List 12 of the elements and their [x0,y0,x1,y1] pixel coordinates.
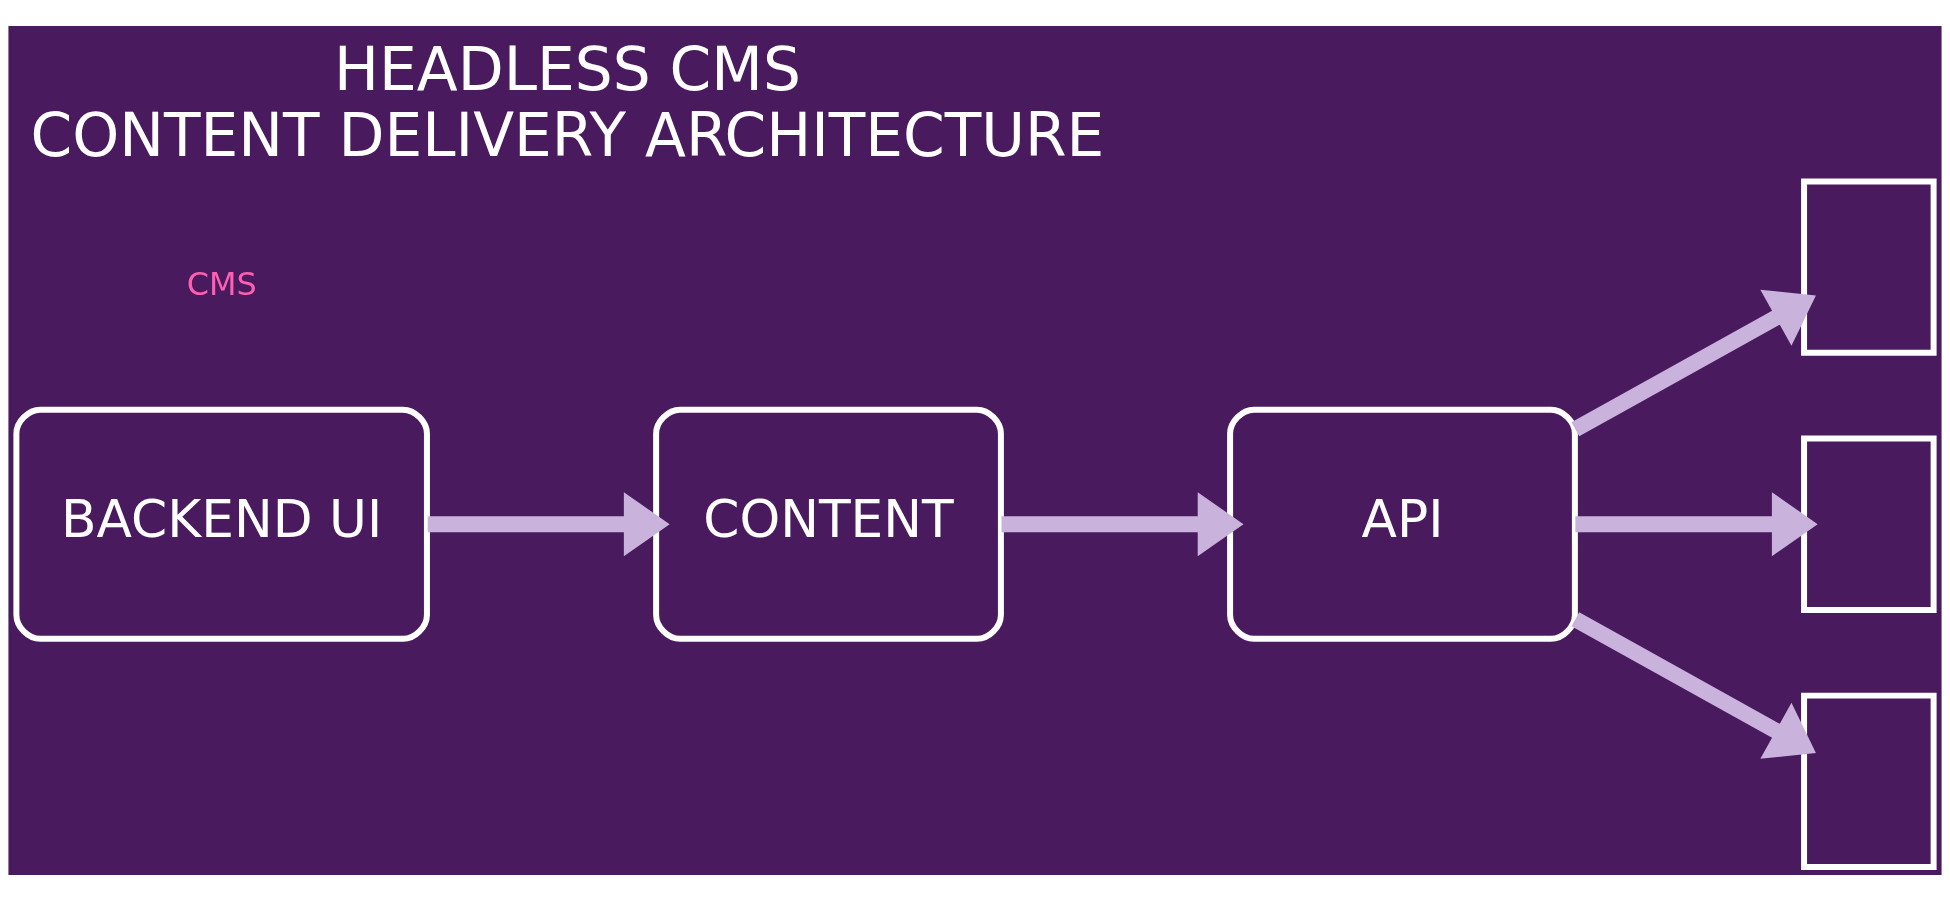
node-box [1801,178,1937,356]
arrow [1575,492,1818,557]
node-box: CONTENT [653,406,1004,642]
node-box [1801,692,1937,870]
node-box [1801,435,1937,613]
arrow [1001,492,1244,557]
arrow [1571,289,1816,437]
node-box: API [1227,406,1578,642]
label: CMS [186,264,257,303]
node-box: BACKEND UI [13,406,430,642]
arrow [427,492,670,557]
arrow [1571,612,1816,759]
